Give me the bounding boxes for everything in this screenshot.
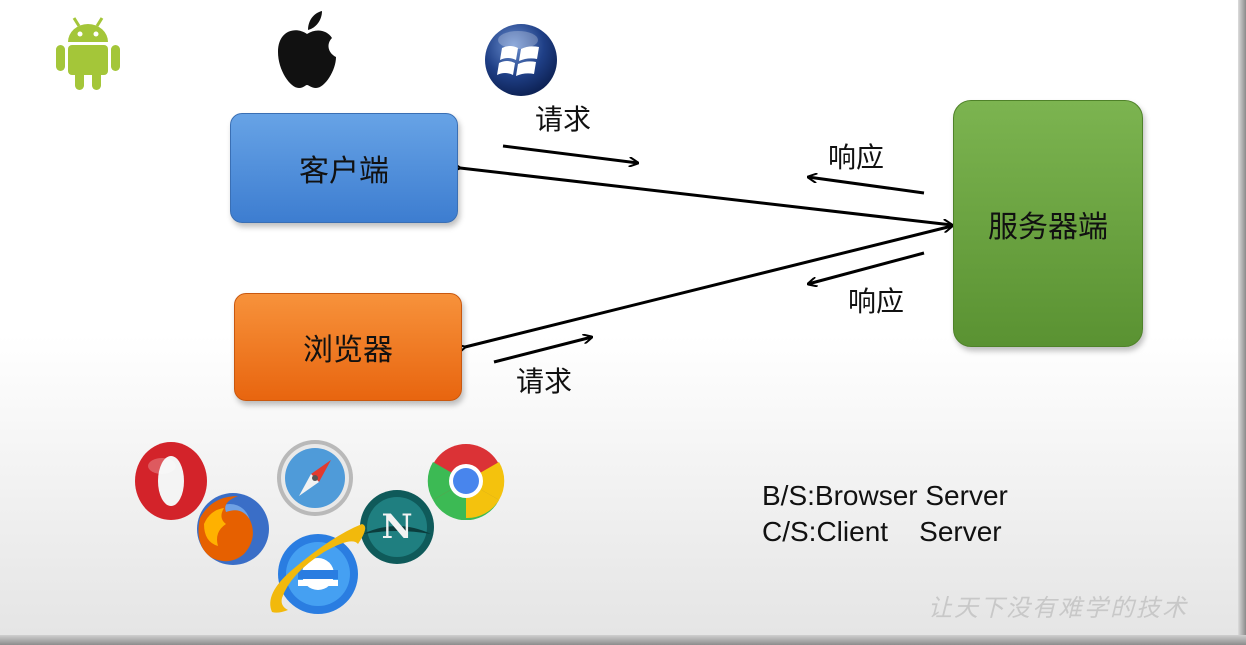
ie-icon [270,524,366,614]
netscape-icon: N [360,490,434,564]
safari-icon [277,440,353,516]
watermark: 让天下没有难学的技术 [928,594,1188,622]
chrome-icon [427,444,505,520]
legend: B/S:Browser Server C/S:Client Server [762,478,1008,550]
response-label-bottom: 响应 [848,285,905,318]
svg-text:N: N [381,507,412,547]
server-box: 服务器端 [953,100,1143,347]
server-label: 服务器端 [988,209,1108,245]
response-arrow-bottom [808,251,925,284]
response-label-top: 响应 [828,141,885,174]
request-label-top: 请求 [535,103,592,136]
opera-icon [135,442,207,520]
firefox-icon [197,493,269,565]
request-label-bottom: 请求 [516,365,573,398]
browser-server-arrow [465,226,952,347]
apple-icon [278,11,336,88]
android-icon [56,17,120,90]
browser-label: 浏览器 [303,333,393,368]
frame-bottom-edge [0,635,1246,645]
browser-box: 浏览器 [234,293,462,401]
client-box: 客户端 [230,113,458,223]
client-label: 客户端 [299,154,389,189]
response-arrow-top [808,177,925,195]
windows-icon [485,24,557,96]
client-server-arrow [460,168,952,225]
request-arrow-bottom [493,337,592,364]
frame-right-edge [1238,0,1246,645]
legend-cs: C/S:Client Server [762,516,1002,547]
legend-bs: B/S:Browser Server [762,480,1008,511]
request-arrow-top [502,144,638,163]
